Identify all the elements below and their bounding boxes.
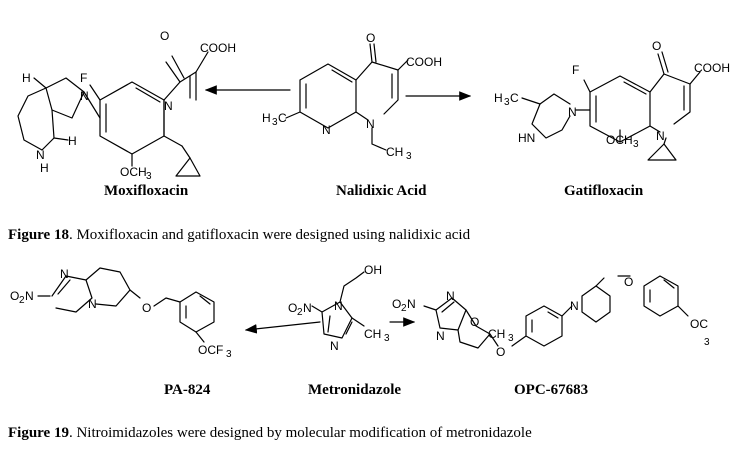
nal-ch3-subscript: 3 [406,151,412,162]
mox-nh-n-atom: N [36,148,45,162]
gat-n-pip-atom: N [568,105,577,119]
opc-f3-subscript: 3 [704,337,710,348]
opc-o-ether-atom: O [624,275,633,289]
figure-18-text: . Moxifloxacin and gatifloxacin were des… [68,227,471,243]
gat-h3c-c: C [510,91,519,105]
mox-och3-group: OCH [120,165,147,179]
gat-och3-group: OCH [606,133,633,147]
met-ch3-group: CH [364,327,381,341]
nal-h3c-c: C [278,111,287,125]
compound-name-gatifloxacin: Gatifloxacin [564,183,644,199]
met-o2n-n: N [303,301,312,315]
compound-name-pa-824: PA-824 [164,382,211,398]
mox-h-bottom-atom: H [68,134,77,148]
opc-ch3-group: CH [488,327,505,341]
pa-n-bridge-atom: N [88,297,97,311]
opc-oc-group: OC [690,317,708,331]
gat-o-atom: O [652,39,661,53]
pa-o2n-group: O [10,289,19,303]
opc-o2n-n: N [407,297,416,311]
opc-n-top-atom: N [446,289,455,303]
nal-h3c-subscript: 3 [272,117,278,128]
nal-o-atom: O [366,31,375,45]
met-ch3-subscript: 3 [384,333,390,344]
mox-nh-h-atom: H [40,161,49,175]
gat-f-atom: F [572,63,579,77]
opc-n-piperidine-atom: N [570,299,579,313]
met-o2n-subscript: 2 [297,307,303,318]
compound-name-opc-67683: OPC-67683 [514,382,589,398]
moxifloxacin-structure [17,51,209,177]
pa-ocf3-subscript: 3 [226,349,232,360]
pa-o2n-subscript: 2 [19,295,25,306]
gat-och3-subscript: 3 [633,139,639,150]
pa-o-ether-atom: O [142,301,151,315]
mox-och3-subscript: 3 [146,171,152,182]
arrow-to-pa-824 [244,321,321,334]
mox-f-atom: F [80,71,87,85]
gat-hn-group: HN [518,131,535,145]
pa-o2n-n: N [25,289,34,303]
pa-n-top-atom: N [60,267,69,281]
met-n1-atom: N [334,299,343,313]
gat-n1-atom: N [656,129,665,143]
met-o2n-group: O [288,301,297,315]
nal-n8-atom: N [322,123,331,137]
pa-824-structure [37,267,215,343]
figure-18-caption: Figure 18. Moxifloxacin and gatifloxacin… [8,227,470,244]
opc-o2n-subscript: 2 [401,303,407,314]
gatifloxacin-structure [521,51,701,161]
figure-19-caption: Figure 19. Nitroimidazoles were designed… [8,425,532,442]
gat-h3c-group: H [494,91,503,105]
opc-n-bridge-atom: N [436,329,445,343]
metronidazole-structure [311,271,365,339]
opc-o-ring-atom: O [470,315,479,329]
opc-o-phenoxy-atom: O [496,345,505,359]
pa-ocf3-group: OCF [198,343,223,357]
mox-h-top-atom: H [22,71,31,85]
opc-67683-structure [423,275,689,349]
met-oh-group: OH [364,263,382,277]
opc-ch3-subscript: 3 [508,333,514,344]
nal-n1-atom: N [366,117,375,131]
figure-19-text: . Nitroimidazoles were designed by molec… [68,425,532,441]
compound-name-nalidixic-acid: Nalidixic Acid [336,183,427,199]
figure-19-label: Figure 19 [8,425,69,441]
compound-name-moxifloxacin: Moxifloxacin [104,183,189,199]
nalidixic-acid-structure [285,43,409,151]
figure-18-label: Figure 18 [8,227,69,243]
gat-h3c-subscript: 3 [504,97,510,108]
gat-cooh-group: COOH [694,61,730,75]
nal-ch3-group: CH [386,145,403,159]
nal-h3c-group: H [262,111,271,125]
mox-n1-atom: N [164,99,173,113]
opc-o2n-group: O [392,297,401,311]
compound-name-metronidazole: Metronidazole [308,382,402,398]
mox-n-pyrrol-atom: N [80,89,89,103]
mox-o-atom: O [160,29,169,43]
nal-cooh-group: COOH [406,55,442,69]
met-n3-atom: N [330,339,339,353]
mox-cooh-group: COOH [200,41,236,55]
